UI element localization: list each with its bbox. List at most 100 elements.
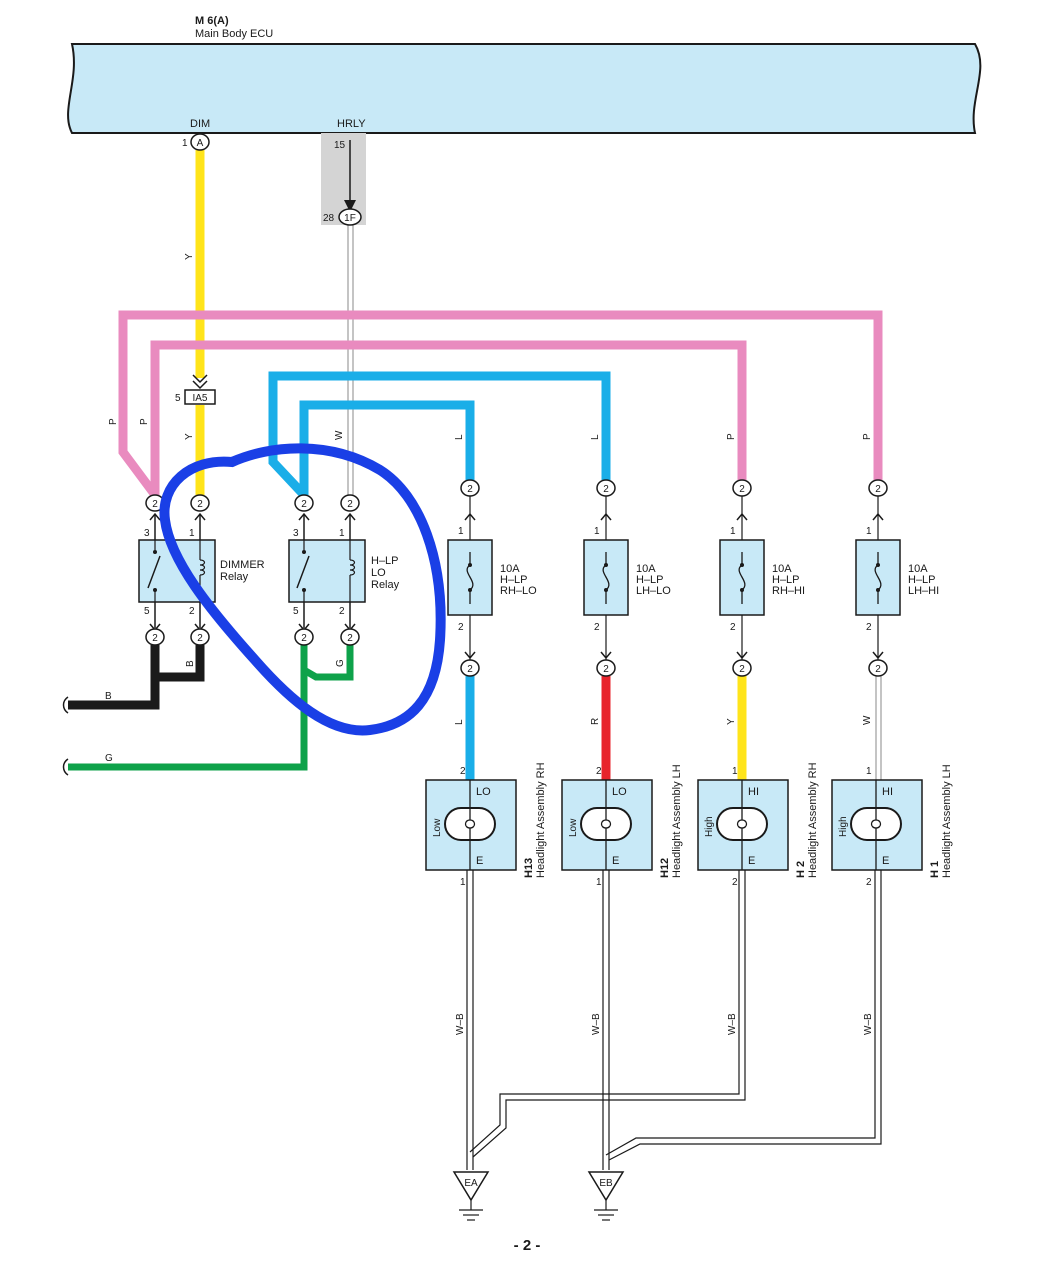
svg-text:L: L bbox=[454, 719, 465, 725]
svg-text:2: 2 bbox=[197, 633, 203, 644]
headlight-pin-out: 2 bbox=[732, 877, 738, 888]
headlight-beam: LO bbox=[612, 786, 627, 798]
dimmer-pin2: 2 bbox=[189, 606, 195, 617]
headlight-ground: E bbox=[748, 855, 755, 867]
dimmer-pin1: 1 bbox=[189, 528, 195, 539]
headlight-side: High bbox=[838, 816, 849, 837]
fuse-pin-top: 1 bbox=[866, 526, 872, 537]
fuse-amp: 10A bbox=[908, 563, 928, 575]
hlp-pin1: 1 bbox=[339, 528, 345, 539]
svg-text:B: B bbox=[185, 660, 196, 667]
headlight-ground: E bbox=[476, 855, 483, 867]
svg-text:2: 2 bbox=[301, 499, 307, 510]
ecu-block bbox=[67, 43, 982, 134]
headlight-beam: LO bbox=[476, 786, 491, 798]
svg-text:2: 2 bbox=[739, 484, 745, 495]
svg-text:W–B: W–B bbox=[863, 1013, 874, 1035]
headlight-pin-in: 1 bbox=[732, 766, 738, 777]
headlight-name: Headlight Assembly LH bbox=[671, 764, 683, 878]
hrly-pin2: 28 bbox=[323, 213, 335, 224]
hlp-pin3: 3 bbox=[293, 528, 299, 539]
svg-text:5: 5 bbox=[175, 393, 181, 404]
fuse-pin-bottom: 2 bbox=[594, 622, 600, 633]
wire-p-outer bbox=[118, 310, 883, 498]
svg-text:G: G bbox=[335, 659, 346, 667]
headlight-pin-out: 1 bbox=[460, 877, 466, 888]
svg-text:P: P bbox=[108, 418, 119, 425]
svg-text:A: A bbox=[197, 138, 204, 149]
headlight-pin-in: 2 bbox=[460, 766, 466, 777]
ecu-code: M 6(A) bbox=[195, 15, 229, 27]
hlp-relay-label1: H–LP bbox=[371, 555, 399, 567]
headlight-pin-out: 2 bbox=[866, 877, 872, 888]
annotation-circle bbox=[159, 443, 446, 736]
svg-text:W–B: W–B bbox=[591, 1013, 602, 1035]
svg-text:EA: EA bbox=[464, 1178, 478, 1189]
dimmer-pin3: 3 bbox=[144, 528, 150, 539]
ia5-connector: IA5 5 bbox=[175, 374, 216, 405]
svg-text:1F: 1F bbox=[344, 213, 356, 224]
hlp-relay-label2: LO bbox=[371, 567, 386, 579]
headlight-code: H13 bbox=[523, 858, 535, 878]
svg-text:P: P bbox=[862, 433, 873, 440]
headlight-side: Low bbox=[568, 818, 579, 837]
svg-text:2: 2 bbox=[739, 664, 745, 675]
svg-text:W: W bbox=[862, 715, 873, 725]
fuse-amp: 10A bbox=[636, 563, 656, 575]
fuse-amp: 10A bbox=[500, 563, 520, 575]
ecu-hrly-label: HRLY bbox=[337, 118, 366, 130]
svg-text:Y: Y bbox=[184, 253, 195, 260]
hrly-pin: 15 bbox=[334, 140, 346, 151]
fuse-circuit: LH–LO bbox=[636, 585, 671, 597]
ground-eb: EB bbox=[587, 1171, 625, 1221]
dimmer-pin5: 5 bbox=[144, 606, 150, 617]
svg-text:2: 2 bbox=[347, 499, 353, 510]
svg-text:2: 2 bbox=[603, 484, 609, 495]
relay-arrows bbox=[149, 512, 356, 632]
fuse-pin-top: 1 bbox=[458, 526, 464, 537]
fuse-pin-top: 1 bbox=[730, 526, 736, 537]
wire-b2 bbox=[155, 645, 205, 682]
wire-l-outer bbox=[268, 371, 611, 499]
headlight-ground: E bbox=[612, 855, 619, 867]
headlight-name: Headlight Assembly RH bbox=[535, 762, 547, 878]
headlight-pin-out: 1 bbox=[596, 877, 602, 888]
svg-text:Y: Y bbox=[726, 718, 737, 725]
hlp-pin5: 5 bbox=[293, 606, 299, 617]
svg-text:B: B bbox=[105, 691, 112, 702]
dim-pin: 1 bbox=[182, 138, 188, 149]
svg-text:R: R bbox=[590, 718, 601, 725]
headlight-ground: E bbox=[882, 855, 889, 867]
svg-text:EB: EB bbox=[599, 1178, 613, 1189]
headlight-code: H 2 bbox=[795, 861, 807, 878]
wire-g2 bbox=[302, 645, 354, 681]
wire-end-g bbox=[62, 758, 69, 776]
fuse-circuit: LH–HI bbox=[908, 585, 939, 597]
fuse-circuit: RH–HI bbox=[772, 585, 805, 597]
svg-text:2: 2 bbox=[603, 664, 609, 675]
headlight-pin-in: 2 bbox=[596, 766, 602, 777]
fuse-name: H–LP bbox=[908, 574, 936, 586]
dimmer-relay-label2: Relay bbox=[220, 571, 249, 583]
headlight-name: Headlight Assembly RH bbox=[807, 762, 819, 878]
svg-text:L: L bbox=[454, 434, 465, 440]
headlight-side: Low bbox=[432, 818, 443, 837]
fuse-name: H–LP bbox=[500, 574, 528, 586]
hlp-lo-relay bbox=[288, 539, 366, 603]
connectors: A 1F bbox=[190, 133, 362, 226]
svg-text:IA5: IA5 bbox=[192, 393, 207, 404]
headlight-beam: HI bbox=[882, 786, 893, 798]
svg-text:Y: Y bbox=[184, 433, 195, 440]
svg-text:2: 2 bbox=[301, 633, 307, 644]
page-number: - 2 - bbox=[514, 1237, 541, 1254]
fuse-bottom-connectors: 2 2 2 2 bbox=[460, 659, 888, 677]
svg-text:P: P bbox=[726, 433, 737, 440]
svg-text:G: G bbox=[105, 753, 113, 764]
fuse-name: H–LP bbox=[636, 574, 664, 586]
